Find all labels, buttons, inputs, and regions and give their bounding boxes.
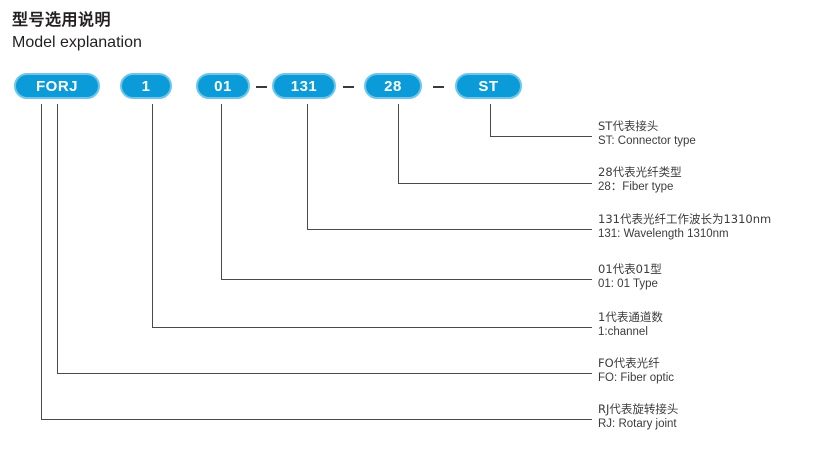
leader-stem-01: [221, 104, 222, 279]
annotation-text-en: 131: Wavelength 1310nm: [598, 228, 729, 240]
page-title-cn: 型号选用说明: [12, 12, 112, 29]
annotation-text-en: 28：Fiber type: [598, 181, 674, 193]
leader-arm-fo: [57, 373, 592, 374]
annotation-fo: FO代表光纤 FO: Fiber optic: [598, 356, 674, 386]
annotation-text-cn: 1代表通道数: [598, 310, 663, 324]
leader-arm-channel: [152, 327, 592, 328]
annotation-text-cn: ST代表接头: [598, 119, 659, 133]
annotation-text-en: 1:channel: [598, 326, 648, 338]
annotation-st: ST代表接头 ST: Connector type: [598, 119, 696, 149]
leader-stem-st: [490, 104, 491, 136]
annotation-text-cn: 01代表01型: [598, 262, 662, 276]
leader-arm-28: [398, 183, 592, 184]
pill-separator-dash: [343, 86, 354, 88]
code-pill-1: 1: [120, 73, 172, 99]
annotation-rj: RJ代表旋转接头 RJ: Rotary joint: [598, 402, 678, 432]
leader-arm-131: [307, 229, 592, 230]
pill-separator-dash: [433, 86, 444, 88]
annotation-28: 28代表光纤类型 28：Fiber type: [598, 165, 682, 195]
annotation-text-cn: 28代表光纤类型: [598, 165, 682, 179]
annotation-text-en: 01: 01 Type: [598, 278, 658, 290]
leader-arm-rj: [41, 419, 592, 420]
annotation-text-cn: 131代表光纤工作波长为1310nm: [598, 212, 772, 226]
annotation-text-cn: RJ代表旋转接头: [598, 402, 679, 416]
leader-stem-rj: [41, 104, 42, 419]
page-title-en: Model explanation: [12, 34, 142, 51]
annotation-channel: 1代表通道数 1:channel: [598, 310, 663, 340]
annotation-01: 01代表01型 01: 01 Type: [598, 262, 662, 292]
annotation-text-en: RJ: Rotary joint: [598, 418, 677, 430]
leader-stem-131: [307, 104, 308, 229]
code-pill-01: 01: [196, 73, 250, 99]
annotation-text-en: ST: Connector type: [598, 135, 696, 147]
leader-arm-01: [221, 279, 592, 280]
pill-separator-dash: [256, 86, 267, 88]
code-pill-131: 131: [272, 73, 336, 99]
leader-stem-fo: [57, 104, 58, 373]
code-pill-28: 28: [364, 73, 422, 99]
code-pill-st: ST: [455, 73, 522, 99]
leader-stem-28: [398, 104, 399, 183]
annotation-131: 131代表光纤工作波长为1310nm 131: Wavelength 1310nm: [598, 212, 771, 242]
annotation-text-cn: FO代表光纤: [598, 356, 660, 370]
code-pill-forj: FORJ: [14, 73, 100, 99]
leader-stem-channel: [152, 104, 153, 327]
annotation-text-en: FO: Fiber optic: [598, 372, 675, 384]
leader-arm-st: [490, 136, 592, 137]
